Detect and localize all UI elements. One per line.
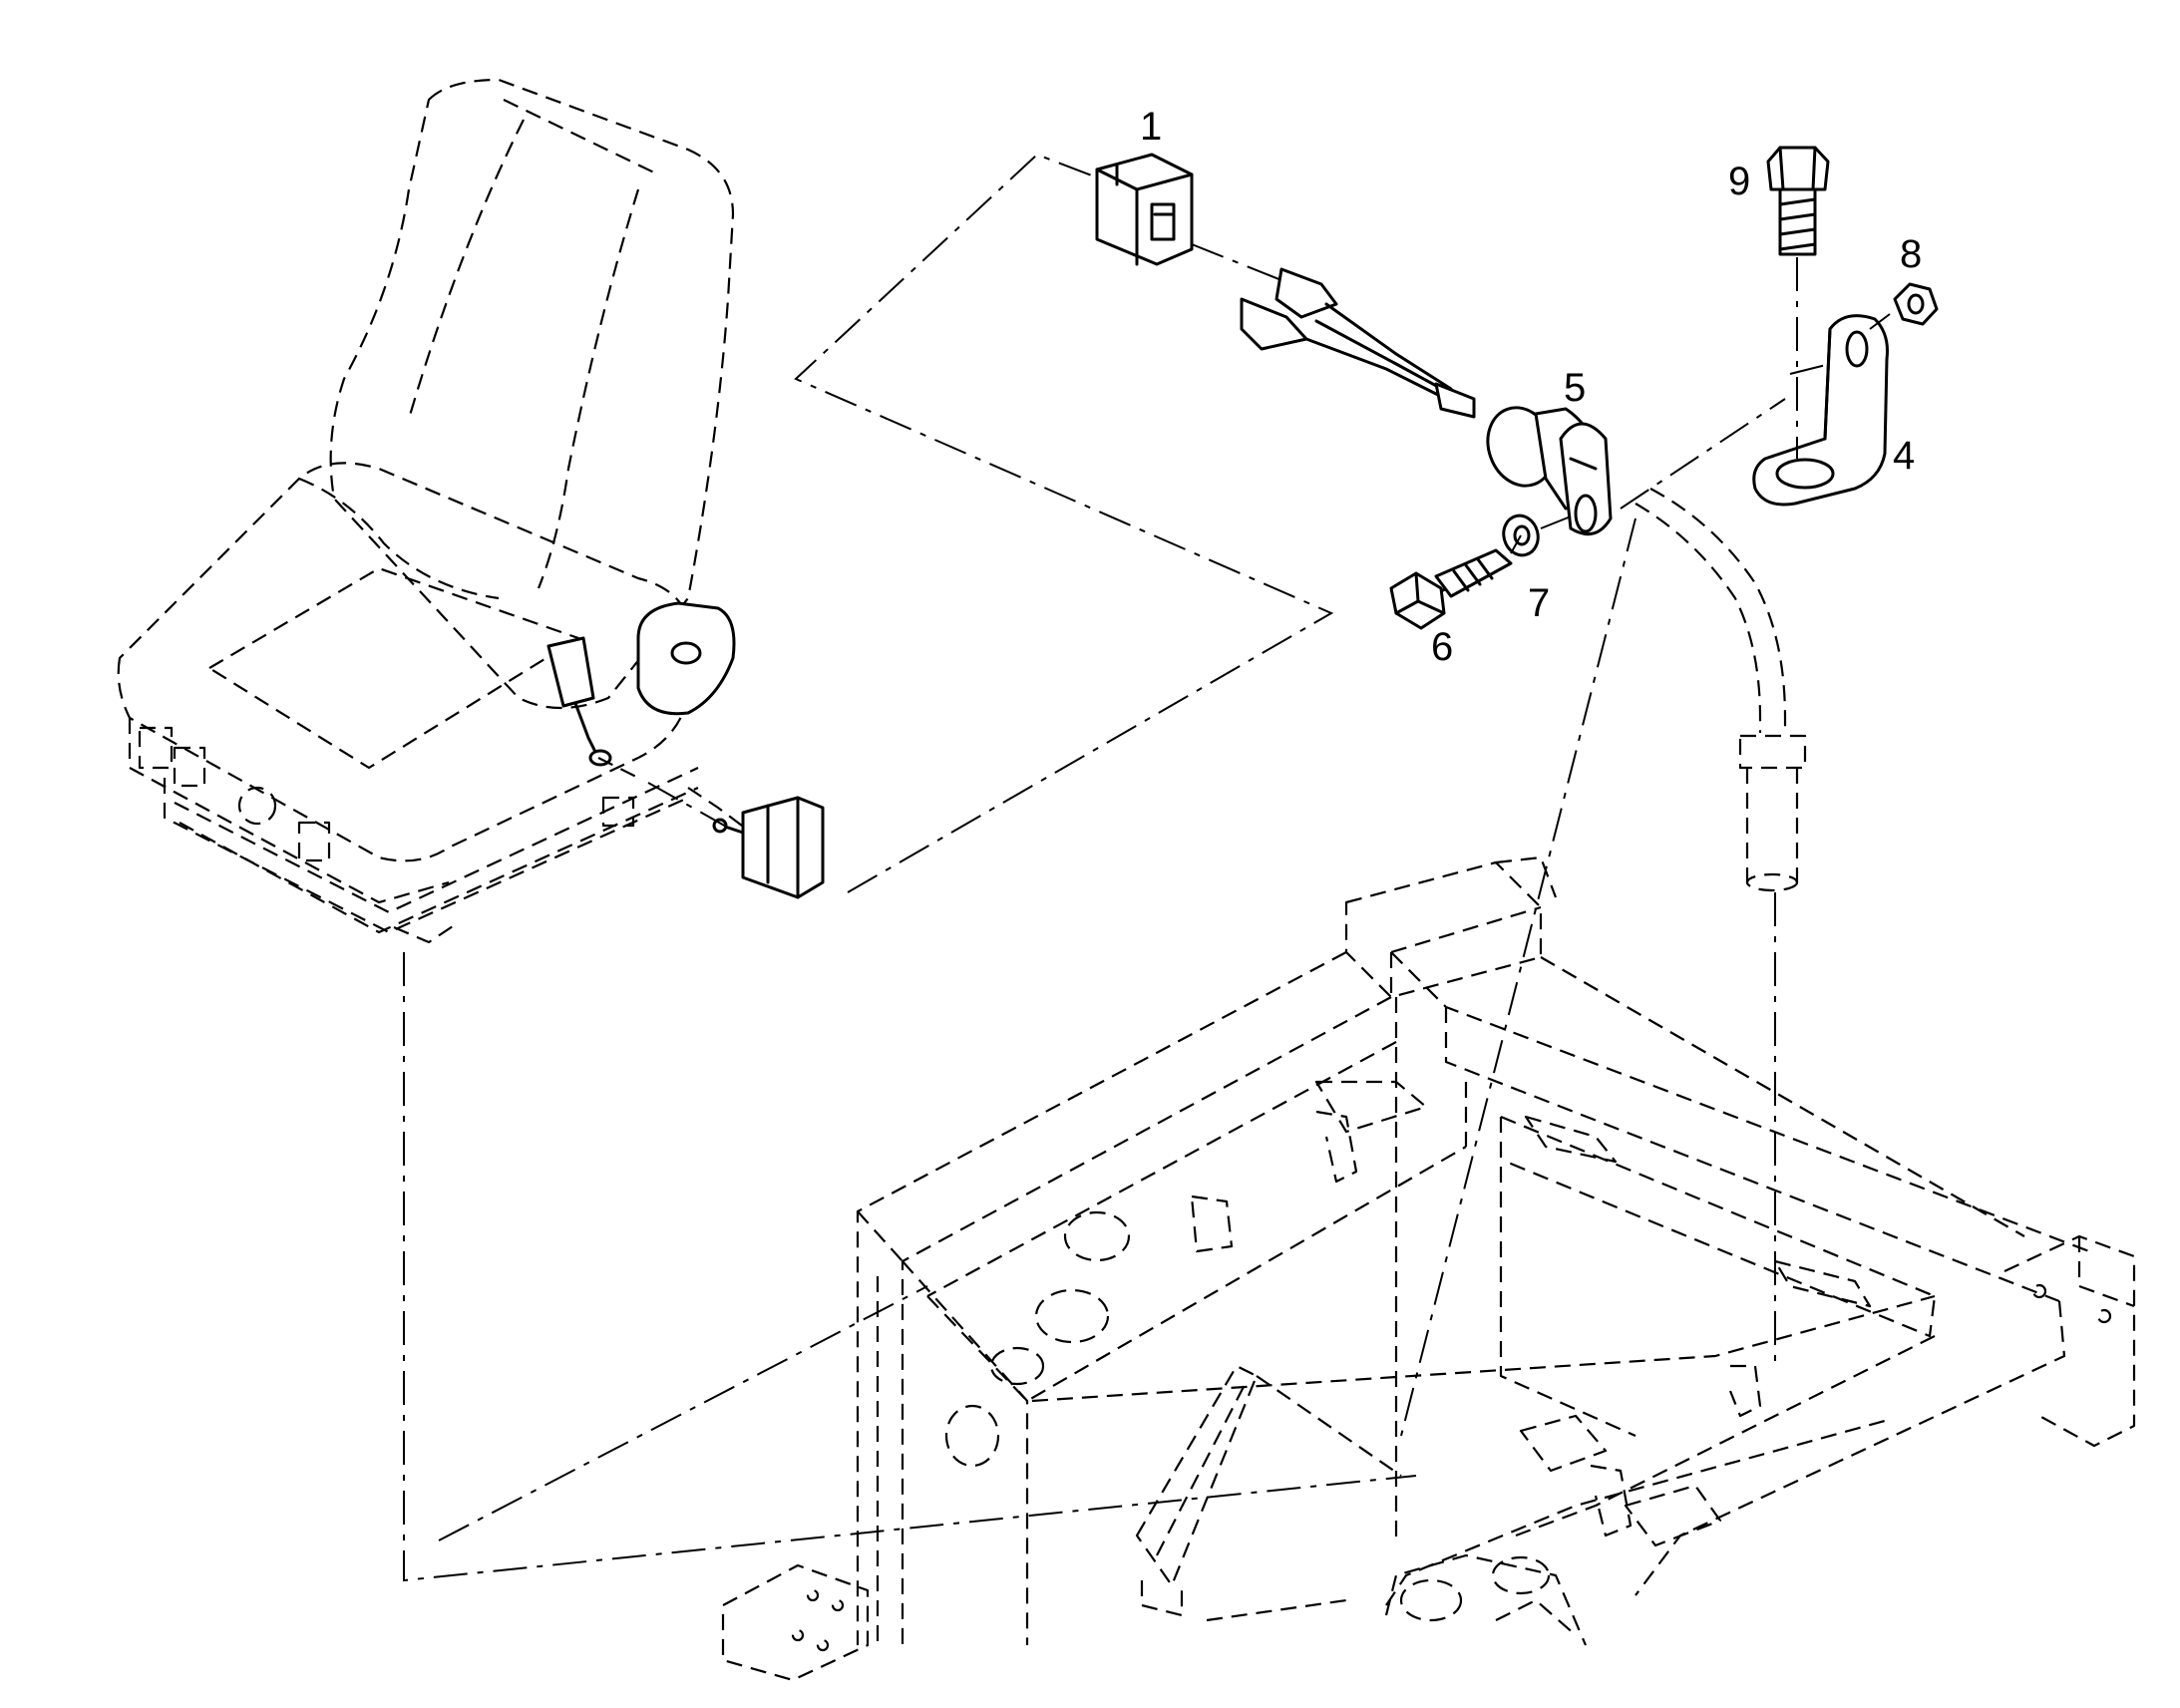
seat-connector — [712, 796, 825, 899]
callout-6: 6 — [1431, 625, 1453, 669]
callout-4: 4 — [1893, 434, 1915, 478]
callout-8: 8 — [1900, 232, 1922, 276]
leader-seat-mount-front — [438, 1285, 928, 1541]
part-1-connector — [1095, 153, 1194, 266]
leader-switch-bracket — [1620, 398, 1786, 510]
wire-conduit — [1635, 488, 1807, 1366]
part-5-seat-switch — [1486, 406, 1613, 536]
part-4-bracket — [1752, 314, 1889, 507]
part-6-bolt — [1389, 534, 1522, 630]
operator-seat — [117, 78, 759, 944]
part-9-cap-screw — [1766, 146, 1830, 256]
leader-connector-box — [794, 153, 1334, 893]
callout-7: 7 — [1528, 581, 1550, 625]
machine-frame — [721, 855, 2136, 1682]
leader-seat-connector — [647, 782, 729, 829]
wire-harness — [1191, 243, 1476, 419]
callout-1: 1 — [1140, 105, 1162, 149]
callout-5: 5 — [1564, 366, 1586, 410]
part-7-washer — [1502, 513, 1572, 557]
leader-switch-to-frame — [1400, 517, 1636, 1437]
leader-seat-mount-rear — [403, 952, 1417, 1582]
callout-9: 9 — [1728, 160, 1750, 203]
part-8-nut — [1869, 282, 1939, 330]
leader-bracket-arm — [1789, 363, 1831, 375]
